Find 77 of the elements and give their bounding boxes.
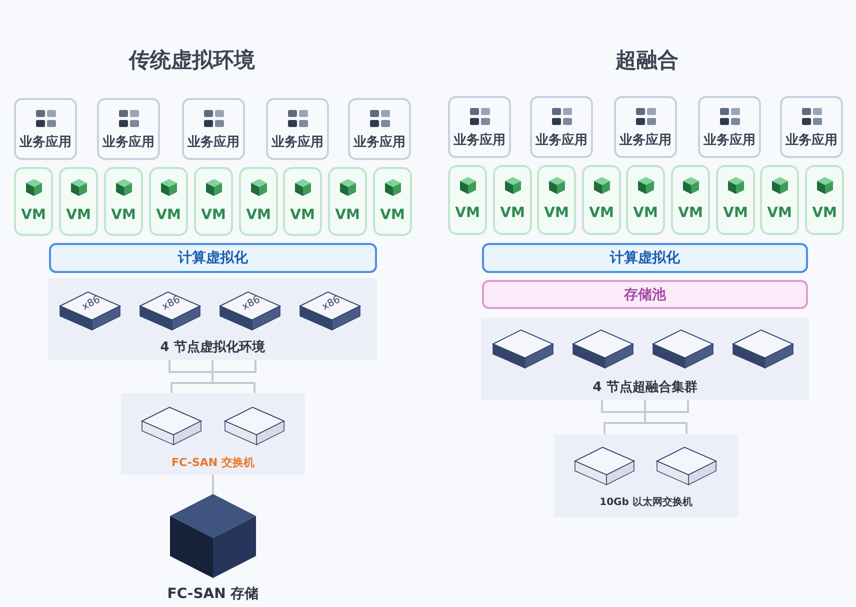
- vm-label: VM: [722, 205, 749, 221]
- server-label: x86: [160, 294, 182, 313]
- vm-label: VM: [454, 205, 481, 221]
- app-label: 业务应用: [702, 132, 756, 149]
- app-card: [266, 98, 329, 160]
- vm-card: [493, 165, 532, 235]
- vm-label: VM: [499, 205, 526, 221]
- vm-card: [582, 165, 621, 235]
- vm-label: VM: [245, 207, 272, 223]
- server-label: x86: [80, 294, 102, 313]
- app-card: [182, 98, 245, 160]
- heading: 超融合: [616, 47, 678, 74]
- panel-background: [48, 278, 377, 360]
- app-label: 业务应用: [452, 132, 506, 149]
- vm-card: [239, 167, 278, 236]
- vm-label: VM: [155, 207, 182, 223]
- vm-card: [537, 165, 576, 235]
- vm-label: VM: [289, 207, 316, 223]
- connector-line: [212, 475, 214, 494]
- storage-label: FC-SAN 存储: [166, 585, 260, 603]
- app-label: 业务应用: [102, 134, 156, 151]
- vm-card: [716, 165, 755, 235]
- vm-card: [373, 167, 412, 236]
- app-card: [780, 96, 843, 158]
- vm-label: VM: [766, 205, 793, 221]
- layer-bar: 存储池: [482, 280, 808, 309]
- panel-label: 10Gb 以太网交换机: [598, 495, 694, 509]
- vm-label: VM: [334, 207, 361, 223]
- panel-background: [121, 393, 305, 475]
- vm-label: VM: [110, 207, 137, 223]
- vm-label: VM: [677, 205, 704, 221]
- panel-label: 4 节点虚拟化环境: [159, 338, 266, 356]
- app-label: 业务应用: [784, 132, 838, 149]
- panel-label: 4 节点超融合集群: [592, 379, 698, 396]
- panel-label: FC-SAN 交换机: [170, 455, 256, 470]
- app-label: 业务应用: [270, 134, 324, 151]
- vm-card: [59, 167, 98, 236]
- connector-line: [168, 359, 256, 394]
- app-card: [348, 98, 411, 160]
- vm-label: VM: [65, 207, 92, 223]
- app-card: [14, 98, 77, 160]
- app-label: 业务应用: [352, 134, 406, 151]
- panel-background: [481, 318, 809, 400]
- vm-label: VM: [543, 205, 570, 221]
- app-card: [97, 98, 160, 160]
- vm-card: [328, 167, 367, 236]
- vm-card: [626, 165, 665, 235]
- vm-card: [805, 165, 844, 235]
- vm-card: [671, 165, 710, 235]
- vm-card: [14, 167, 53, 236]
- app-card: [448, 96, 511, 158]
- app-label: 业务应用: [186, 134, 240, 151]
- vm-label: VM: [588, 205, 615, 221]
- layer-bar: 计算虚拟化: [49, 243, 377, 273]
- app-label: 业务应用: [618, 132, 672, 149]
- vm-card: [149, 167, 188, 236]
- panel-background: [554, 434, 738, 517]
- vm-card: [104, 167, 143, 236]
- connector-line: [601, 399, 689, 435]
- vm-label: VM: [379, 207, 406, 223]
- vm-card: [448, 165, 487, 235]
- vm-card: [283, 167, 322, 236]
- vm-label: VM: [811, 205, 838, 221]
- vm-label: VM: [632, 205, 659, 221]
- app-card: [698, 96, 761, 158]
- app-card: [614, 96, 677, 158]
- heading: 传统虚拟环境: [129, 47, 255, 74]
- vm-label: VM: [20, 207, 47, 223]
- server-label: x86: [240, 294, 262, 313]
- app-label: 业务应用: [18, 134, 72, 151]
- vm-card: [760, 165, 799, 235]
- vm-label: VM: [200, 207, 227, 223]
- layer-bar: 计算虚拟化: [482, 243, 808, 273]
- app-label: 业务应用: [534, 132, 588, 149]
- app-card: [530, 96, 593, 158]
- vm-card: [194, 167, 233, 236]
- server-label: x86: [320, 294, 342, 313]
